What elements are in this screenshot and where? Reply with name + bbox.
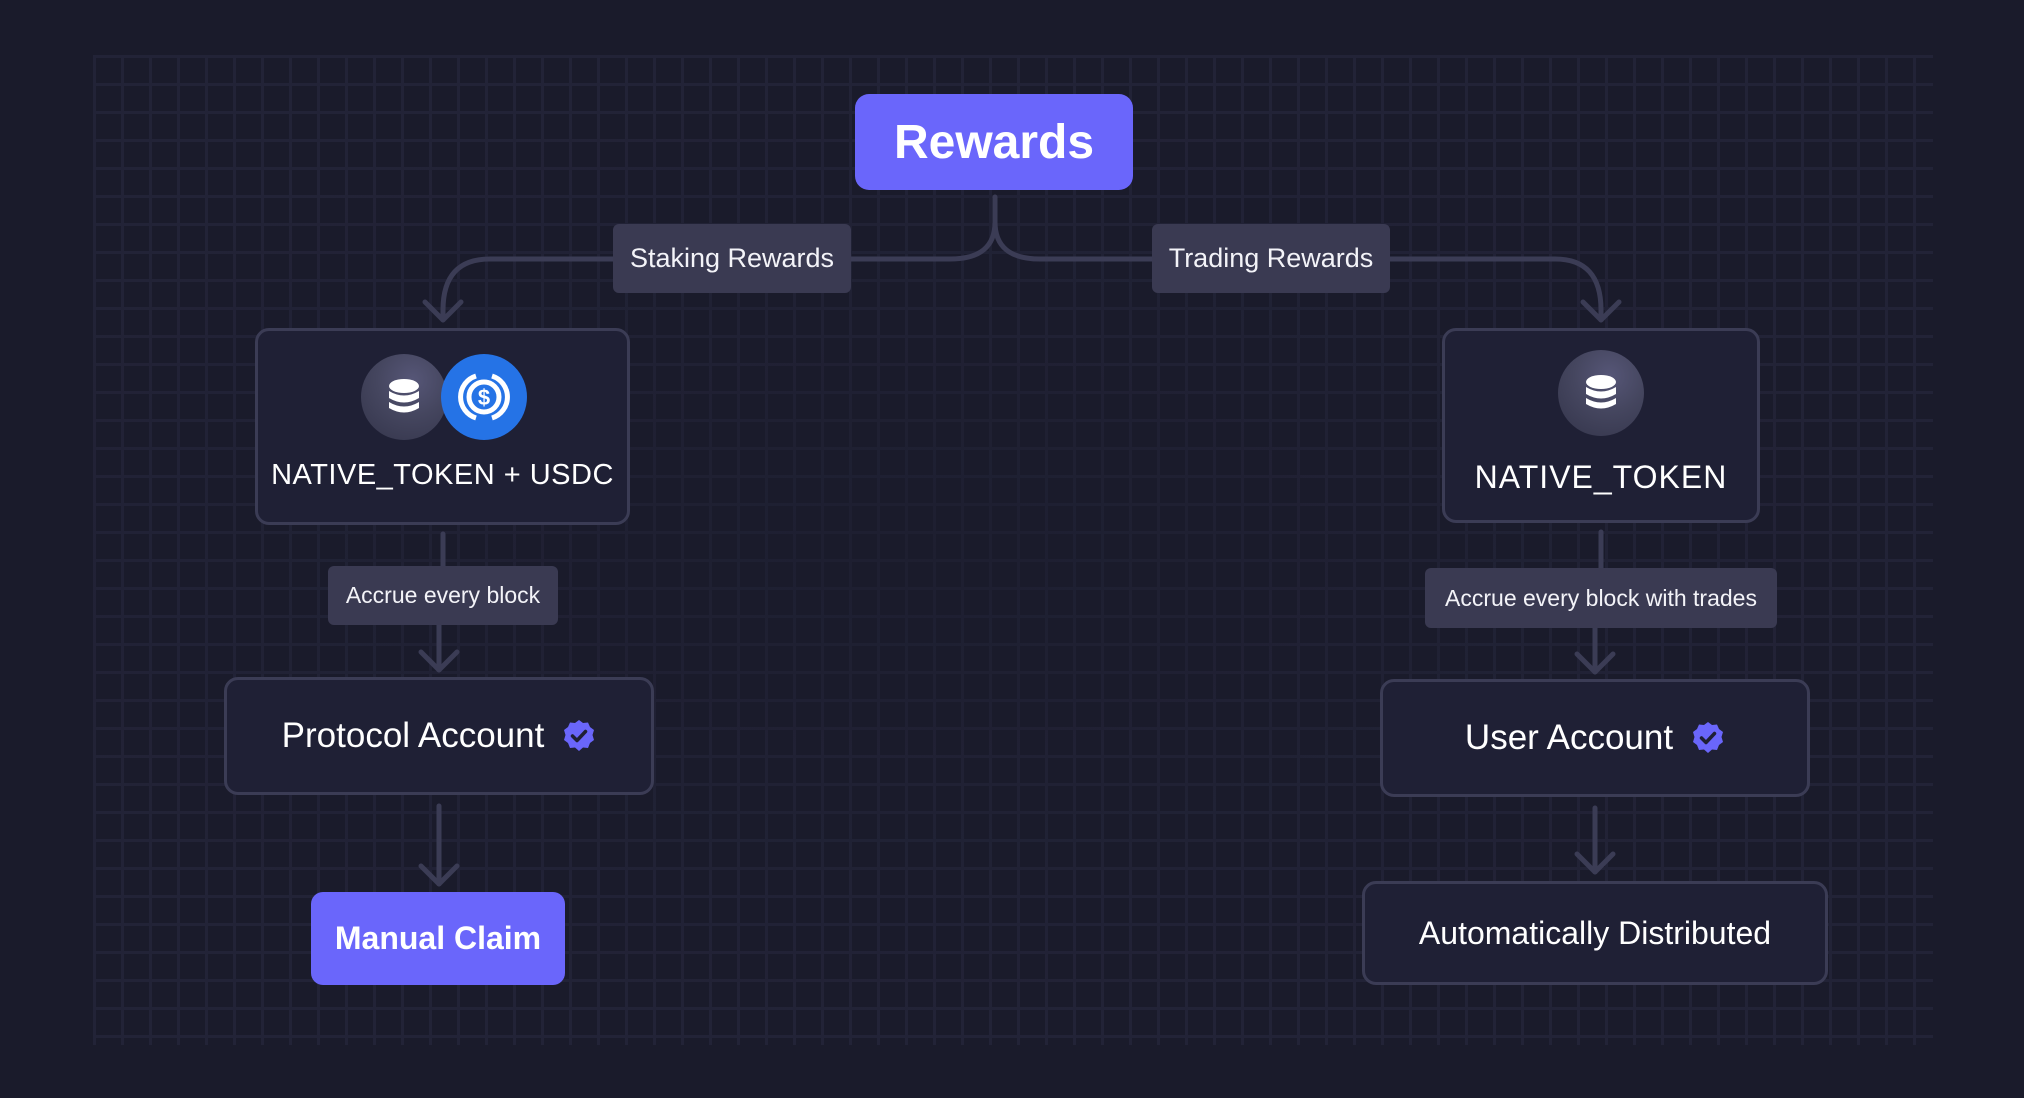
trading-accrual-label: Accrue every block with trades <box>1425 568 1777 628</box>
arrowhead-right-accrue <box>1574 651 1616 675</box>
user-account-label: User Account <box>1464 718 1674 757</box>
staking-accrual-label: Accrue every block <box>328 566 558 625</box>
svg-text:$: $ <box>478 385 490 410</box>
native-token-coin-icon <box>361 354 447 440</box>
user-account-node: User Account <box>1380 679 1810 797</box>
verified-badge-icon <box>562 719 596 753</box>
automatically-distributed-label: Automatically Distributed <box>1418 914 1772 951</box>
connector-right-accrue <box>1592 529 1604 675</box>
verified-badge-icon <box>1691 721 1725 755</box>
automatically-distributed-node: Automatically Distributed <box>1362 881 1828 985</box>
arrowhead-staking <box>422 299 464 323</box>
arrowhead-left-accrue <box>418 649 460 673</box>
protocol-account-label: Protocol Account <box>281 716 545 755</box>
trading-token-label: NATIVE_TOKEN <box>1474 459 1728 495</box>
arrowhead-right-distribute <box>1574 851 1616 875</box>
trading-rewards-text: Trading Rewards <box>1168 243 1374 273</box>
protocol-account-node: Protocol Account <box>224 677 654 795</box>
background-vignette <box>93 55 1933 1045</box>
arrowhead-trading <box>1580 299 1622 323</box>
staking-accrual-text: Accrue every block <box>345 582 541 608</box>
trading-rewards-label: Trading Rewards <box>1152 224 1390 293</box>
staking-token-label: NATIVE_TOKEN + USDC <box>271 459 614 491</box>
arrowhead-left-claim <box>418 863 460 887</box>
staking-rewards-text: Staking Rewards <box>629 243 835 273</box>
connector-staking <box>440 256 616 323</box>
connector-left-accrue <box>436 531 446 673</box>
connector-trading <box>1387 256 1604 323</box>
manual-claim-label: Manual Claim <box>334 920 542 956</box>
connector-root-split <box>848 194 1155 262</box>
staking-token-node: $ NATIVE_TOKEN + USDC <box>255 328 630 525</box>
usdc-coin-icon: $ <box>441 354 527 440</box>
trading-token-node: NATIVE_TOKEN <box>1442 328 1760 523</box>
rewards-root-label: Rewards <box>893 115 1095 169</box>
staking-rewards-label: Staking Rewards <box>613 224 851 293</box>
rewards-root-node: Rewards <box>855 94 1133 190</box>
native-token-coin-icon <box>1558 350 1644 436</box>
manual-claim-node: Manual Claim <box>311 892 565 985</box>
trading-accrual-text: Accrue every block with trades <box>1445 584 1757 611</box>
